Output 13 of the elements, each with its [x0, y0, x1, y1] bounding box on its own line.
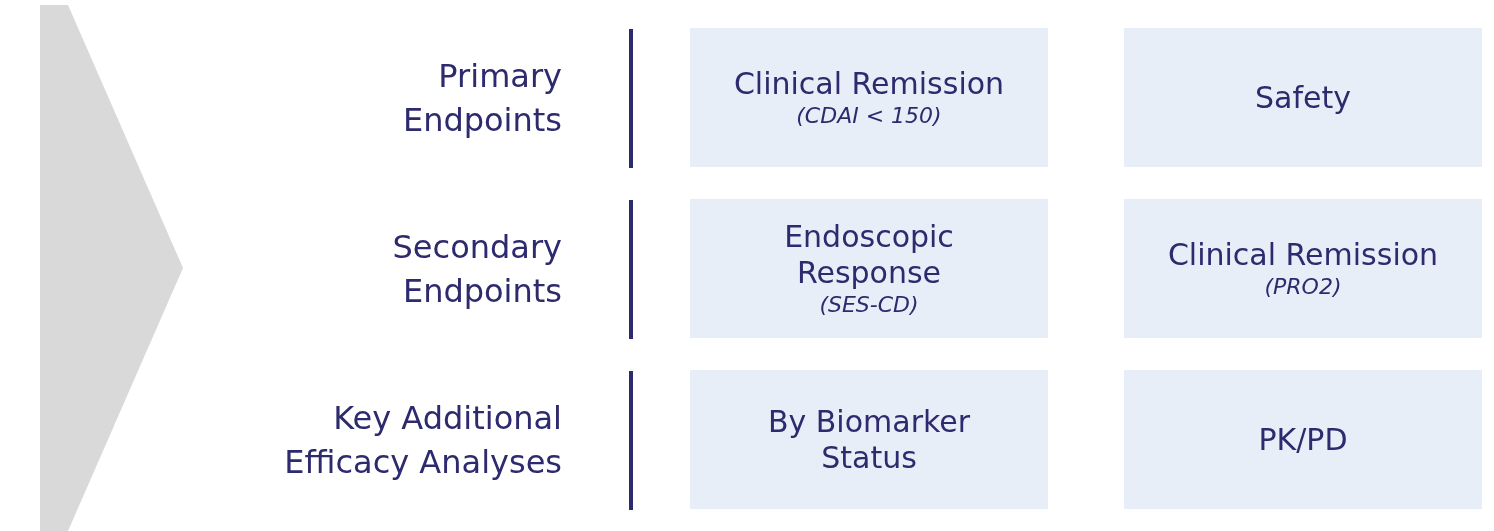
endpoint-name: Clinical Remission: [733, 65, 1005, 102]
endpoint-name: By Biomarker Status: [766, 403, 972, 476]
endpoint-name: Endoscopic Response: [783, 218, 955, 291]
row-heading: Primary Endpoints: [401, 55, 562, 141]
chevron-shape: [40, 5, 183, 531]
row-heading: Key Additional Efficacy Analyses: [283, 397, 562, 483]
endpoint-name: Safety: [1255, 79, 1351, 116]
endpoint-measure: (SES-CD): [819, 290, 919, 319]
endpoint-name: Clinical Remission: [1167, 236, 1439, 273]
endpoint-measure: (PRO2): [1264, 272, 1342, 301]
endpoint-measure: (CDAI < 150): [796, 101, 942, 130]
row-heading: Secondary Endpoints: [391, 226, 562, 312]
endpoint-name: PK/PD: [1258, 421, 1348, 458]
